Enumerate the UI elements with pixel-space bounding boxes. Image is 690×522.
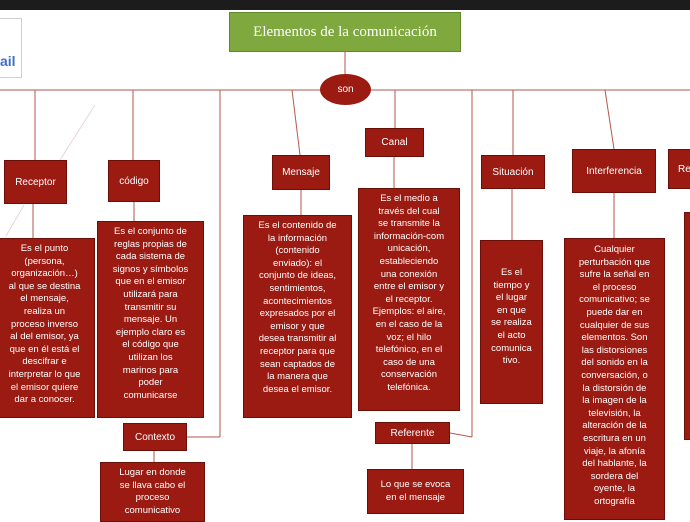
node-interferencia: Interferencia xyxy=(572,149,656,193)
desc-contexto: Lugar en donde se llava cabo el proceso … xyxy=(100,462,205,522)
desc-mensaje: Es el contenido de la información (conte… xyxy=(243,215,352,418)
desc-re xyxy=(684,212,690,440)
diagram-title: Elementos de la comunicación xyxy=(229,12,461,52)
faint-line-1 xyxy=(5,204,25,237)
desc-codigo: Es el conjunto de reglas propias de cada… xyxy=(97,221,204,418)
node-contexto: Contexto xyxy=(123,423,187,451)
node-canal: Canal xyxy=(365,128,424,157)
node-mensaje: Mensaje xyxy=(272,155,330,190)
desc-interferencia: Cualquier perturbación que sufre la seña… xyxy=(564,238,665,520)
faint-line-2 xyxy=(59,104,96,161)
node-situacion: Situación xyxy=(481,155,545,189)
node-receptor: Receptor xyxy=(4,160,67,204)
desc-canal: Es el medio a través del cual se transmi… xyxy=(358,188,460,411)
top-bar xyxy=(0,0,690,10)
logo-text: ail xyxy=(0,53,16,69)
app-logo: ail xyxy=(0,18,22,78)
desc-situacion: Es el tiempo y el lugar en que se realiz… xyxy=(480,240,543,404)
node-re: Re xyxy=(668,149,690,189)
node-referente: Referente xyxy=(375,422,450,444)
desc-receptor: Es el punto (persona, organización…) al … xyxy=(0,238,95,418)
line-mensaje xyxy=(291,89,301,156)
desc-referente: Lo que se evoca en el mensaje xyxy=(367,469,464,514)
line-interferencia xyxy=(604,89,615,150)
node-codigo: código xyxy=(108,160,160,202)
connector-son: son xyxy=(320,74,371,105)
line-referente xyxy=(449,432,473,438)
